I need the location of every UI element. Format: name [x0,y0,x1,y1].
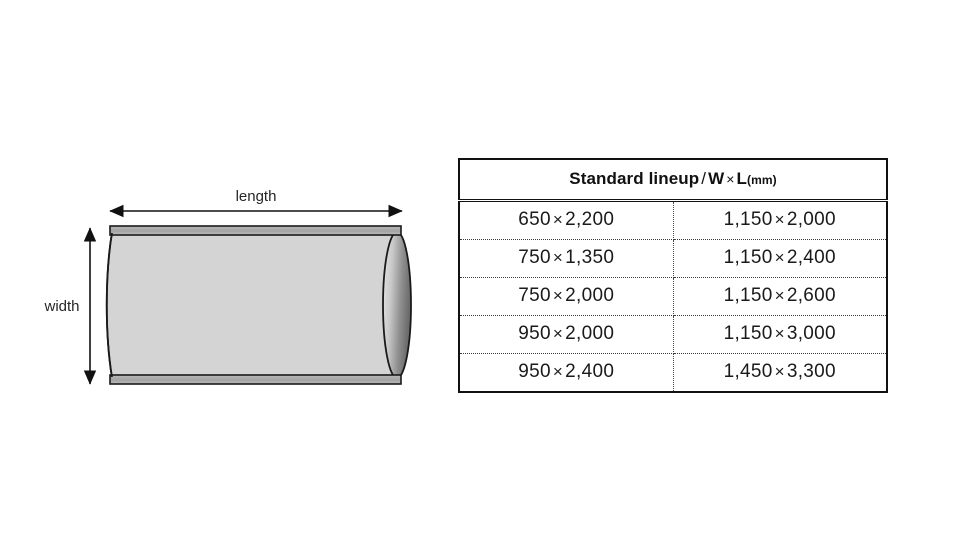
header-unit: (mm) [746,173,777,187]
table-row: 750×2,000 1,150×2,600 [459,277,887,316]
size-width: 950 [518,361,551,382]
size-length: 1,350 [565,247,615,268]
size-cell-right: 1,150×2,000 [673,200,887,240]
table-header-cell: Standard lineup/W×L(mm) [459,159,887,202]
roll-left-curve [105,232,113,378]
size-width: 1,150 [723,247,773,268]
size-length: 3,300 [786,361,836,382]
size-width: 750 [518,285,551,306]
size-width: 950 [518,323,551,344]
size-width: 1,150 [723,323,773,344]
roll-surface [105,231,399,379]
header-multiply-icon: × [726,171,735,187]
size-width: 650 [518,209,551,230]
header-w-symbol: W [708,169,725,188]
table-body: 650×2,200 1,150×2,000 750×1,350 1,150×2,… [459,200,887,393]
size-length: 2,400 [786,247,836,268]
header-main-title: Standard lineup [569,169,700,188]
width-label: width [43,298,79,315]
multiply-icon: × [774,286,785,305]
width-dimension: width [43,227,97,385]
multiply-icon: × [552,324,564,343]
multiply-icon: × [774,210,785,229]
table-row: 950×2,400 1,450×3,300 [459,353,887,393]
multiply-icon: × [552,210,564,229]
length-dimension: length [109,188,403,218]
size-cell-right: 1,150×2,600 [673,277,887,316]
size-cell-right: 1,150×3,000 [673,315,887,354]
header-separator-slash: / [701,169,707,188]
size-cell-left: 650×2,200 [459,200,674,240]
roll-diagram-panel: length width [0,0,450,540]
multiply-icon: × [774,362,785,381]
header-l-symbol: L [736,169,747,188]
multiply-icon: × [774,248,785,267]
table-row: 650×2,200 1,150×2,000 [459,200,887,240]
multiply-icon: × [552,286,564,305]
size-cell-left: 750×2,000 [459,277,674,316]
table-row: 750×1,350 1,150×2,400 [459,239,887,278]
size-length: 2,000 [786,209,836,230]
roll-top-strip [109,225,402,236]
size-width: 1,150 [723,209,773,230]
size-length: 2,200 [565,209,615,230]
roll-diagram-svg: length width [43,188,412,385]
roll-body-group [105,225,412,385]
multiply-icon: × [552,362,564,381]
size-cell-right: 1,150×2,400 [673,239,887,278]
size-cell-left: 950×2,000 [459,315,674,354]
length-label: length [236,188,277,205]
roll-bottom-strip [109,374,402,385]
size-length: 2,400 [565,361,615,382]
size-width: 1,150 [723,285,773,306]
standard-lineup-table: Standard lineup/W×L(mm) 650×2,200 1,150×… [458,158,888,393]
size-cell-left: 950×2,400 [459,353,674,392]
size-cell-right: 1,450×3,300 [673,354,887,393]
standard-lineup-table-panel: Standard lineup/W×L(mm) 650×2,200 1,150×… [458,158,888,393]
size-width: 1,450 [723,361,773,382]
size-cell-left: 750×1,350 [459,239,674,278]
multiply-icon: × [552,248,564,267]
size-length: 2,600 [786,285,836,306]
size-length: 2,000 [565,285,615,306]
size-length: 3,000 [786,323,836,344]
multiply-icon: × [774,324,785,343]
size-length: 2,000 [565,323,615,344]
table-header-row: Standard lineup/W×L(mm) [459,159,887,202]
size-width: 750 [518,247,551,268]
roll-end-cap [382,231,412,379]
table-row: 950×2,000 1,150×3,000 [459,315,887,354]
